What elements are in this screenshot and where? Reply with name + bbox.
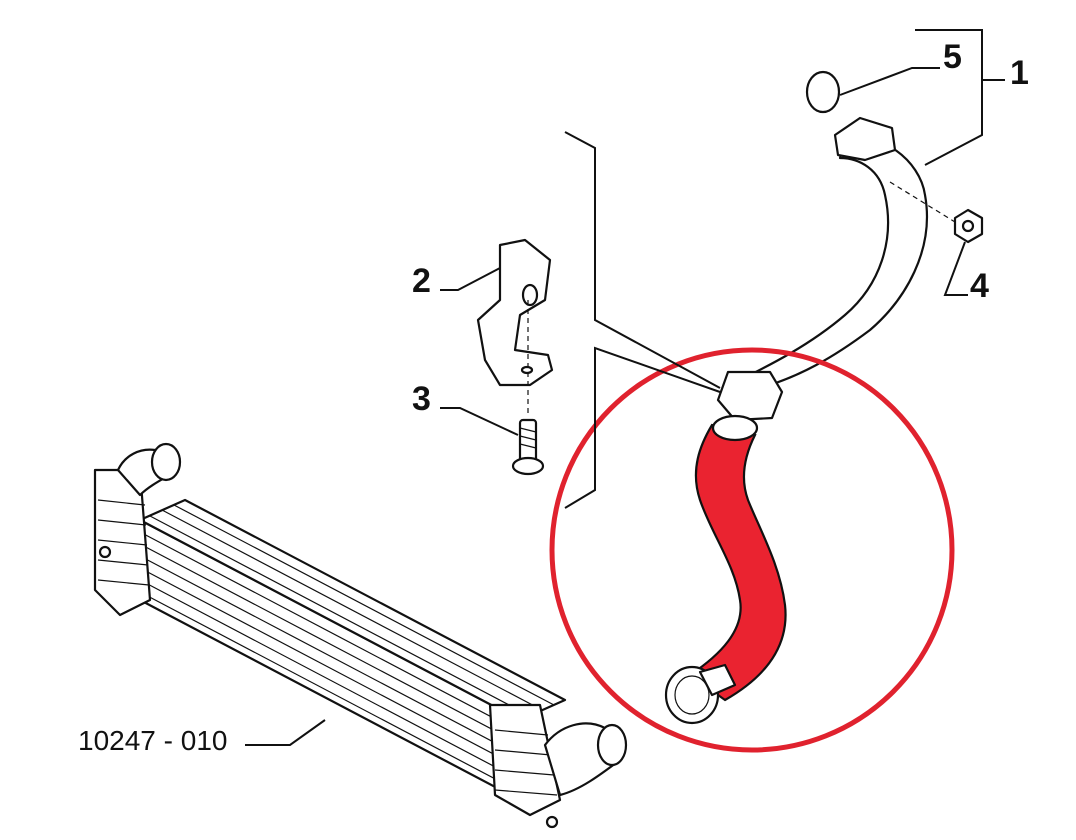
hose-lower-clamp: [698, 663, 737, 697]
highlight-circle: [549, 347, 955, 753]
part-5-o-ring: [805, 70, 841, 114]
leader-lines: [245, 29, 1005, 746]
nut-hole: [961, 219, 975, 233]
mount-pin-right: [545, 815, 559, 829]
part-2-bracket: [476, 238, 554, 387]
red-hose-body: [688, 423, 787, 702]
upper-pipe-flange: [833, 116, 897, 162]
callout-3: 3: [412, 380, 431, 418]
part-4-nut: [953, 208, 984, 244]
right-outlet-opening: [596, 723, 628, 767]
intercooler: [93, 442, 628, 829]
intercooler-right-tank: [488, 703, 562, 817]
bolt-head: [511, 456, 545, 476]
callout-5: 5: [943, 38, 962, 76]
part-3-bolt: [511, 418, 545, 476]
callout-2: 2: [412, 262, 431, 300]
callout-4: 4: [970, 267, 989, 305]
bolt-shank: [518, 418, 538, 464]
highlighted-hose: [664, 414, 787, 725]
hose-lower-inner-ring: [674, 675, 710, 715]
right-tank-ribs: [494, 729, 558, 796]
bracket-hole-lower: [520, 365, 534, 375]
pipe-clamp-bracket: [716, 370, 784, 422]
intercooler-fins: [139, 504, 555, 793]
bracket-shape: [476, 238, 554, 387]
bracket-hole-upper: [521, 283, 539, 307]
part-1-pipe: [716, 116, 929, 422]
part-number-label: 10247 - 010: [78, 725, 227, 756]
left-tank-ribs: [97, 499, 150, 586]
upper-pipe-body: [738, 137, 929, 387]
hose-upper-clamp: [711, 414, 759, 442]
callout-1: 1: [1010, 54, 1029, 92]
left-inlet-opening: [150, 442, 182, 482]
mount-pin-left: [98, 545, 112, 559]
